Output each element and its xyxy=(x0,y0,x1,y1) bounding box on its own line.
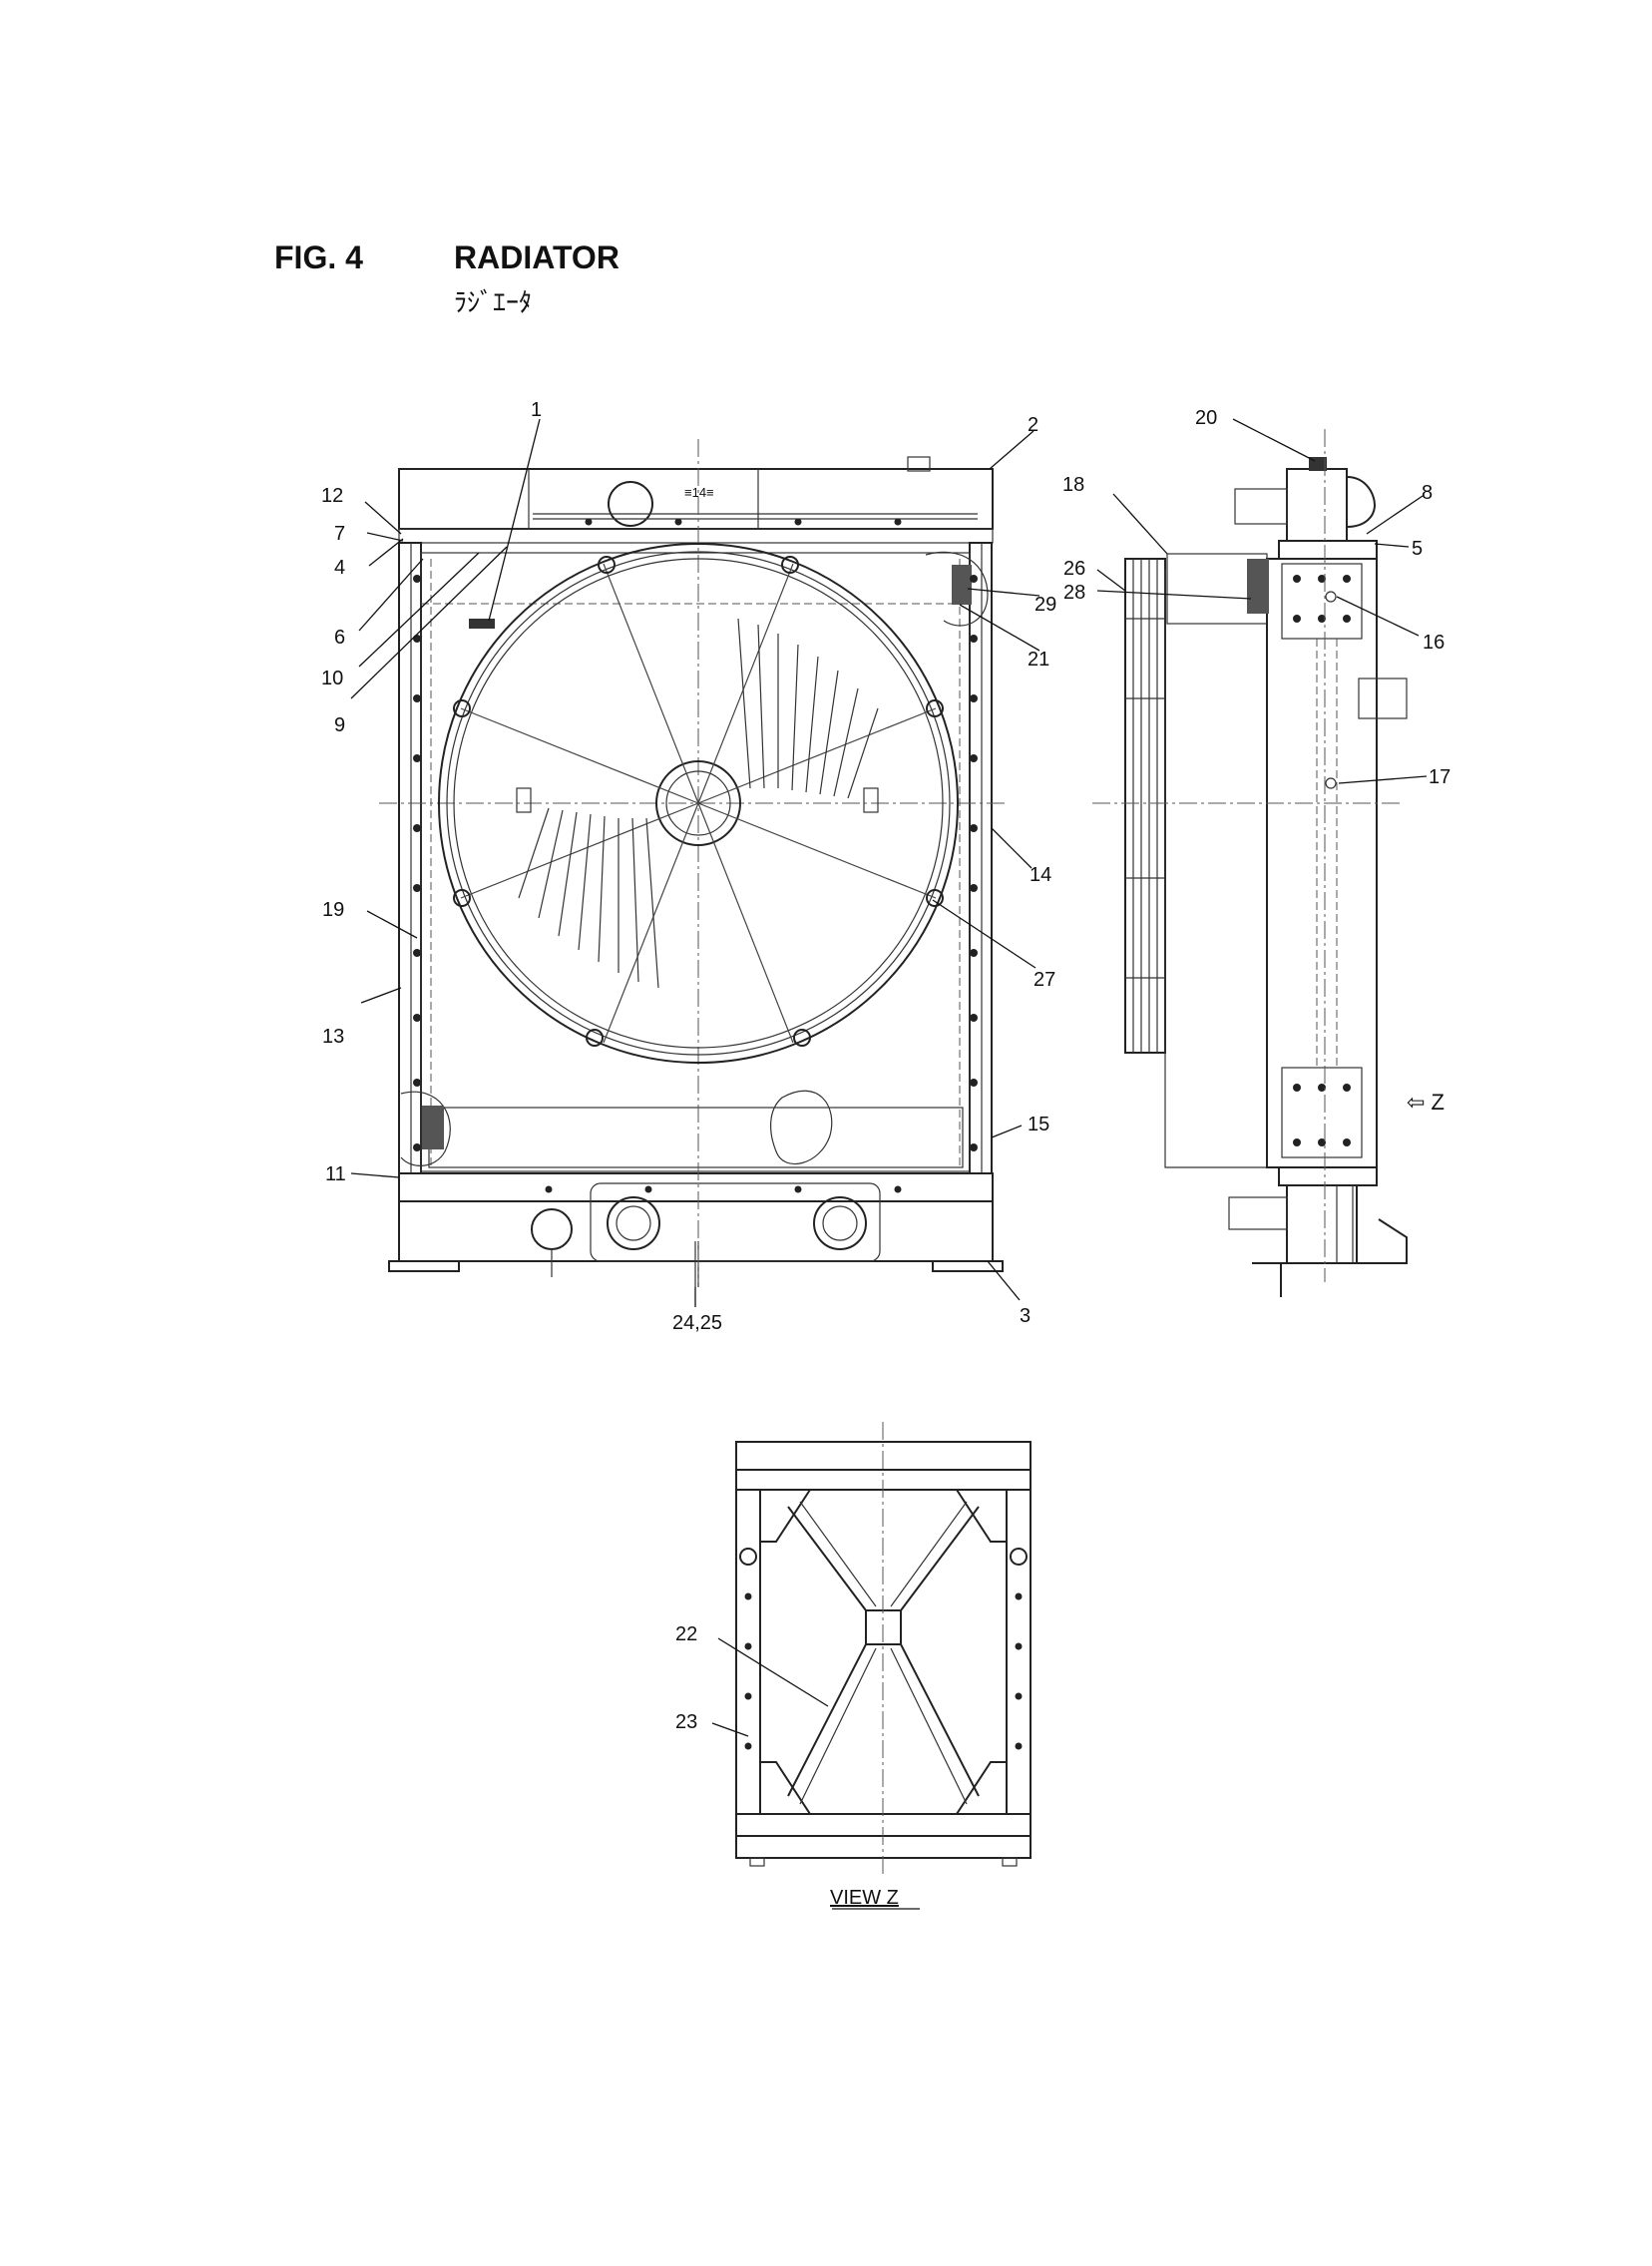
side-frames xyxy=(398,542,993,1174)
core-drain-detail xyxy=(770,1090,833,1165)
callout-3: 3 xyxy=(1020,1305,1031,1327)
callout-20: 20 xyxy=(1195,407,1217,429)
leader-lines xyxy=(350,418,1428,1737)
front-centerlines xyxy=(379,439,1008,1282)
fan-assembly xyxy=(438,543,959,1064)
top-tank: ≡14≡ xyxy=(398,456,994,544)
callout-27: 27 xyxy=(1033,969,1055,991)
callout-12: 12 xyxy=(321,485,343,507)
callout-16: 16 xyxy=(1423,632,1445,654)
callout-14: 14 xyxy=(1030,864,1051,886)
callout-5: 5 xyxy=(1412,538,1423,560)
callout-23: 23 xyxy=(675,1711,697,1733)
front-view: ≡14≡ xyxy=(379,439,1008,1287)
callout-28: 28 xyxy=(1063,582,1085,604)
callout-11: 11 xyxy=(325,1163,346,1185)
side-bottom-outlet xyxy=(1228,1166,1408,1297)
figure-number: FIG. 4 xyxy=(274,239,363,275)
view-z-label: VIEW Z xyxy=(830,1887,899,1909)
callout-18: 18 xyxy=(1062,474,1084,496)
radiator-core xyxy=(420,552,971,1172)
lower-left-gasket xyxy=(422,1106,444,1149)
callout-15: 15 xyxy=(1028,1114,1049,1135)
shroud-brackets xyxy=(453,556,944,1047)
callout-29: 29 xyxy=(1034,594,1056,616)
frame-bolts xyxy=(413,518,978,1193)
callout-4: 4 xyxy=(334,557,345,579)
bottom-rail xyxy=(398,1107,994,1202)
figure-title-japanese: ﾗｼﾞｴｰﾀ xyxy=(454,287,533,317)
callout-9: 9 xyxy=(334,714,345,736)
callout-24-25: 24,25 xyxy=(672,1312,722,1334)
view-z-bolts xyxy=(744,1592,1023,1750)
core-hidden-lines xyxy=(421,559,970,1167)
callout-2: 2 xyxy=(1028,414,1038,436)
side-body xyxy=(1247,558,1408,1168)
callout-7: 7 xyxy=(334,523,345,545)
callout-1: 1 xyxy=(531,399,542,421)
side-view xyxy=(1092,429,1408,1297)
fan-spokes xyxy=(460,563,937,1044)
figure-title: RADIATOR xyxy=(454,239,620,275)
upper-right-gasket xyxy=(952,565,972,605)
callout-8: 8 xyxy=(1422,482,1433,504)
z-arrow-label: ⇦ Z xyxy=(1407,1090,1445,1115)
bottom-tank xyxy=(388,1182,1004,1287)
callout-26: 26 xyxy=(1063,558,1085,580)
tank-marking: ≡14≡ xyxy=(684,485,714,500)
side-filler-neck xyxy=(1234,457,1378,560)
callout-10: 10 xyxy=(321,668,343,689)
callout-17: 17 xyxy=(1429,766,1450,788)
lower-left-detail xyxy=(400,1091,451,1166)
callout-labels: 1 2 3 4 5 6 7 8 9 10 11 12 13 14 15 16 1… xyxy=(321,399,1450,1733)
callout-22: 22 xyxy=(675,1623,697,1645)
fan-hatching xyxy=(518,618,879,989)
callout-19: 19 xyxy=(322,899,344,921)
callout-6: 6 xyxy=(334,627,345,649)
view-z: VIEW Z xyxy=(735,1422,1032,1910)
callout-21: 21 xyxy=(1028,649,1049,671)
side-centerlines xyxy=(1092,429,1402,1282)
side-fan-guard xyxy=(1124,553,1272,1168)
filler-fitting xyxy=(469,619,495,629)
upper-right-detail xyxy=(925,551,989,627)
callout-13: 13 xyxy=(322,1026,344,1048)
